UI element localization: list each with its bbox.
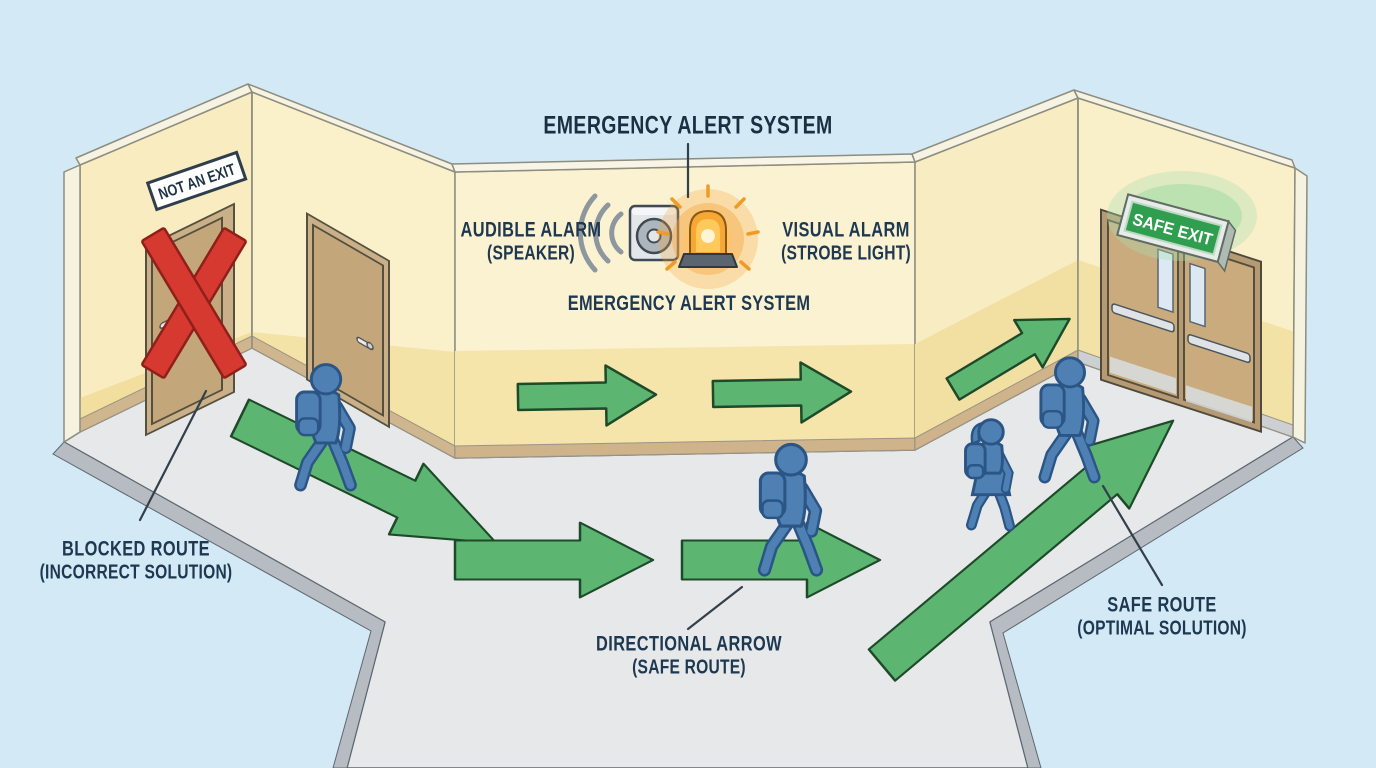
- push-bar: [1187, 334, 1251, 364]
- push-bar: [1111, 303, 1175, 333]
- blocked-route-label: BLOCKED ROUTE: [62, 537, 210, 561]
- leader-lines: [138, 142, 1164, 631]
- door-handle-icon: [356, 336, 374, 351]
- visual-alarm-label: VISUAL ALARM (STROBE LIGHT): [781, 219, 911, 266]
- wall-arrow-diagonal: [945, 317, 1071, 401]
- directional-arrow-label: DIRECTIONAL ARROW: [596, 632, 782, 656]
- door-window: [1157, 248, 1174, 314]
- door-window: [1189, 262, 1206, 328]
- safe-exit-sign: SAFE EXIT: [1107, 171, 1257, 273]
- speaker-icon: [628, 204, 680, 262]
- audible-alarm-label: AUDIBLE ALARM (SPEAKER): [461, 219, 602, 266]
- page-title: EMERGENCY ALERT SYSTEM: [543, 111, 833, 140]
- safe-route-callout: SAFE ROUTE (OPTIMAL SOLUTION): [1077, 594, 1246, 641]
- kick-plate: [1186, 385, 1252, 423]
- floor-arrow: [453, 521, 655, 599]
- wall-heading: EMERGENCY ALERT SYSTEM: [567, 292, 811, 315]
- floor-edge-right: [989, 436, 1304, 768]
- wall-arrow: [516, 364, 658, 427]
- floor-edge-left: [52, 441, 386, 768]
- safe-route-label: SAFE ROUTE: [1107, 593, 1217, 617]
- audible-alarm-label-line2: (SPEAKER): [487, 242, 575, 265]
- kick-plate: [1110, 356, 1176, 395]
- floor-arrow-blocked-direction: [229, 398, 498, 545]
- leader-line-blocked: [138, 389, 208, 522]
- audible-alarm-label-line1: AUDIBLE ALARM: [460, 218, 602, 242]
- directional-arrow-callout: DIRECTIONAL ARROW (SAFE ROUTE): [596, 633, 782, 680]
- strobe-light-icon: [656, 184, 760, 289]
- strobe-rays: [656, 184, 760, 271]
- exit-double-doors: [1100, 208, 1262, 434]
- blocked-route-callout: BLOCKED ROUTE (INCORRECT SOLUTION): [40, 538, 233, 585]
- leader-line-safe: [1101, 484, 1164, 587]
- visual-alarm-label-line2: (STROBE LIGHT): [781, 242, 911, 265]
- leader-line-directional: [686, 585, 744, 631]
- wall-arrow: [711, 361, 853, 424]
- directional-arrow-sub: (SAFE ROUTE): [632, 656, 746, 679]
- safe-route-sub: (OPTIMAL SOLUTION): [1077, 617, 1247, 640]
- red-x-icon: [141, 227, 247, 379]
- visual-alarm-label-line1: VISUAL ALARM: [782, 218, 910, 242]
- sound-waves-icon: [577, 193, 624, 273]
- blocked-route-sub: (INCORRECT SOLUTION): [39, 561, 233, 584]
